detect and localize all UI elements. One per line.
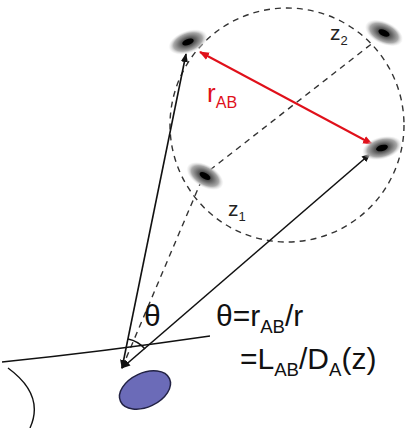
dashed-sightline [210, 42, 374, 170]
subscript-text: AB [216, 93, 238, 111]
subscript-text: A [329, 359, 341, 380]
separation-label: rAB [207, 80, 237, 107]
label-text: θ [144, 299, 161, 332]
redshift-label: z1 [228, 198, 246, 220]
label-text: (z) [341, 342, 376, 375]
eyelid-curve [8, 368, 34, 428]
label-text: z [228, 197, 239, 220]
dashed-circle [170, 8, 404, 242]
observer-eye [113, 363, 176, 417]
sightline-arrow [122, 154, 370, 368]
label-text: z [330, 21, 341, 44]
equation-line: θ=rAB/r [216, 300, 303, 332]
subscript-text: AB [274, 359, 299, 380]
subscript-text: 1 [239, 209, 246, 224]
eyelid-curve [2, 336, 210, 362]
subscript-text: AB [260, 316, 285, 337]
galaxy [182, 156, 228, 195]
subscript-text: 2 [341, 33, 348, 48]
galaxy [165, 25, 210, 59]
separation-arrow [200, 52, 372, 144]
label-text: /r [285, 299, 303, 332]
redshift-label: z2 [330, 22, 348, 44]
label-text: θ=r [216, 299, 260, 332]
galaxy [361, 15, 407, 52]
label-text: r [207, 78, 216, 108]
galaxy [360, 132, 404, 164]
dashed-sightline [122, 184, 200, 368]
angle-symbol: θ [144, 300, 161, 332]
label-text: /D [299, 342, 329, 375]
equation-line: =LAB/DA(z) [240, 343, 376, 375]
label-text: =L [240, 342, 274, 375]
